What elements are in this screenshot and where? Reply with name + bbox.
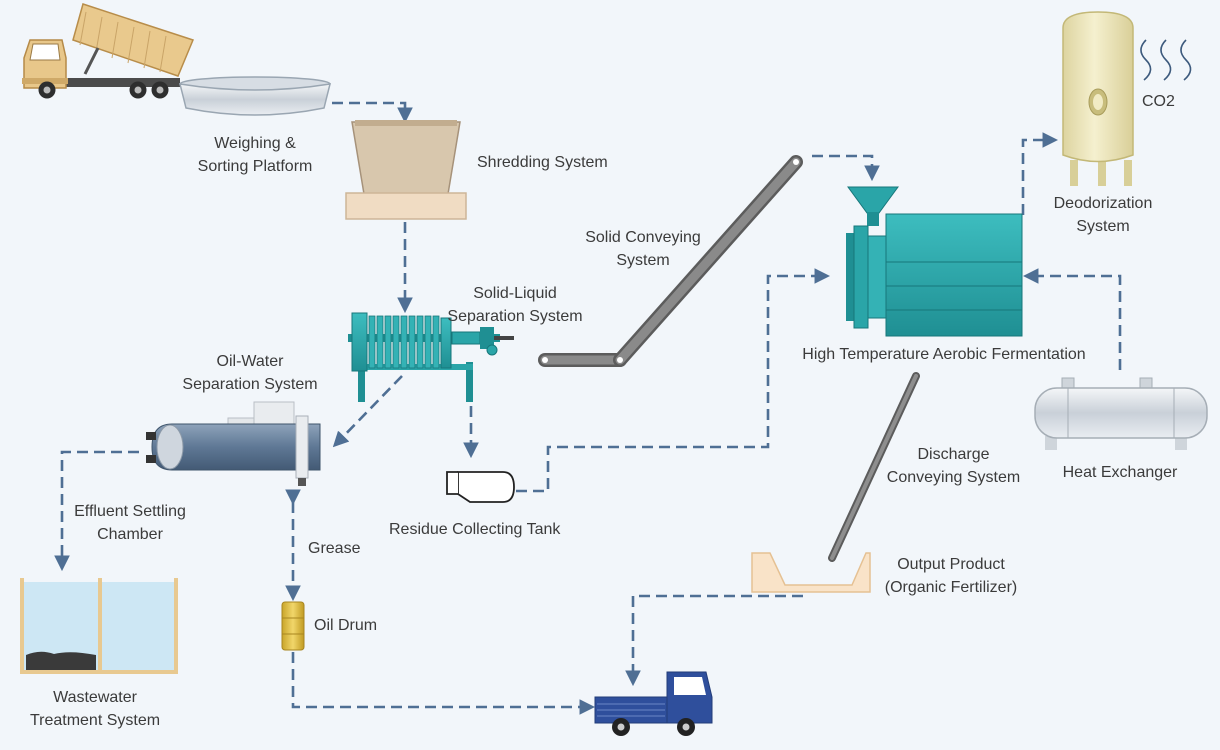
flow-output-to-truck (625, 594, 803, 687)
discharge-line1: Discharge (917, 446, 990, 463)
oil-drum-label: Oil Drum (314, 617, 378, 634)
dump-truck-icon (22, 3, 195, 99)
co2-wavy-lines-icon (1140, 39, 1192, 81)
solid-conveying-label: Solid Conveying System (568, 226, 718, 272)
oil-water-line1: Oil-Water (216, 353, 284, 370)
fermentation-label: High Temperature Aerobic Fermentation (802, 346, 1086, 363)
wastewater-line2: Treatment System (29, 712, 161, 729)
weighing-label-line1: Weighing & (214, 135, 296, 152)
flow-residue-to-fermenter (516, 268, 831, 493)
deodorization-label: Deodorization System (1035, 192, 1171, 238)
filter-press-icon (348, 312, 514, 402)
weighing-platform-icon (178, 76, 332, 116)
solid-liquid-separation-label: Solid-Liquid Separation System (440, 282, 590, 328)
output-line1: Output Product (897, 556, 1005, 573)
output-tray-icon (751, 552, 871, 593)
oil-water-separation-label: Oil-Water Separation System (175, 350, 325, 396)
solid-conveying-line2: System (616, 252, 670, 269)
belt-conveyor-icon (538, 155, 803, 367)
oil-water-line2: Separation System (182, 376, 318, 393)
discharge-conveying-label: Discharge Conveying System (876, 443, 1031, 489)
flow-oilwater-to-effluent (54, 450, 139, 572)
flow-fermenter-to-deodorization (1021, 132, 1059, 215)
residue-tank-label: Residue Collecting Tank (389, 521, 561, 538)
flow-drum-to-truck (291, 652, 596, 715)
wastewater-treatment-label: Wastewater Treatment System (20, 686, 170, 732)
effluent-line2: Chamber (97, 526, 163, 543)
weighing-platform-label: Weighing & Sorting Platform (180, 132, 330, 178)
oil-water-separator-icon (146, 401, 321, 486)
output-product-label: Output Product (Organic Fertilizer) (876, 553, 1026, 599)
deodorization-line1: Deodorization (1053, 195, 1153, 212)
grease-label: Grease (308, 540, 361, 557)
residue-tank-icon (446, 471, 515, 503)
pickup-truck-icon (594, 671, 713, 736)
flow-arrows (54, 101, 1122, 715)
settling-tank-icon (20, 578, 178, 674)
effluent-settling-label: Effluent Settling Chamber (60, 500, 200, 546)
output-line2: (Organic Fertilizer) (884, 579, 1018, 596)
solid-conveying-line1: Solid Conveying (585, 229, 701, 246)
flow-weighing-to-shredding (332, 101, 413, 124)
heat-exchanger-icon (1034, 377, 1208, 450)
shredder-hopper-icon (345, 120, 467, 220)
solid-liquid-line2: Separation System (447, 308, 583, 325)
co2-label: CO2 (1142, 93, 1175, 110)
solid-liquid-line1: Solid-Liquid (473, 285, 557, 302)
wastewater-line1: Wastewater (53, 689, 137, 706)
deodorization-tank-icon (1062, 11, 1134, 186)
heat-exchanger-label: Heat Exchanger (1062, 464, 1178, 481)
shredding-system-label: Shredding System (477, 154, 608, 171)
effluent-line1: Effluent Settling (74, 503, 186, 520)
flow-conveyor-to-fermenter (812, 154, 880, 182)
weighing-label-line2: Sorting Platform (197, 158, 313, 175)
flow-press-to-oilwater (332, 375, 403, 448)
discharge-conveyor-icon (828, 372, 920, 562)
flow-heat-to-fermenter (1022, 268, 1122, 370)
fermenter-icon (846, 186, 1023, 337)
deodorization-line2: System (1076, 218, 1130, 235)
discharge-line2: Conveying System (886, 469, 1021, 486)
oil-drum-icon (281, 601, 305, 651)
